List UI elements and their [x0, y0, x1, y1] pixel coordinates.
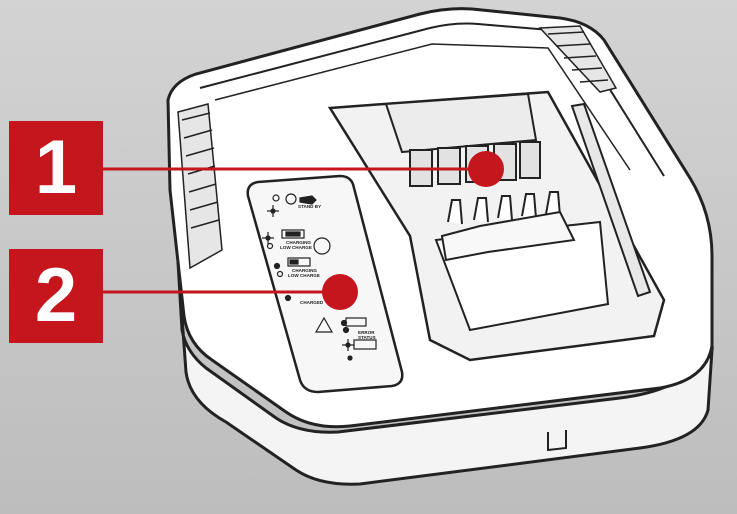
contact-pins — [440, 191, 576, 262]
callout-2: 2 — [9, 249, 103, 343]
sun-led-icon-3 — [342, 339, 354, 351]
panel-icons — [262, 193, 377, 361]
standby-led-icon — [272, 194, 280, 202]
battery-temp-icon — [353, 339, 377, 350]
terminal-block — [384, 92, 541, 187]
led-error-icon — [340, 319, 348, 327]
label-low-charge-1: LOW CHARGE — [280, 245, 312, 250]
label-charging-2: CHARGING — [292, 268, 317, 273]
button-icon — [313, 237, 331, 255]
charger-base — [176, 261, 714, 486]
led-charging-icon — [273, 262, 281, 270]
label-charging-1: CHARGING — [286, 240, 311, 245]
battery-full-icon — [281, 229, 305, 239]
label-charged: CHARGED — [300, 300, 324, 305]
marker-dot-1 — [468, 151, 504, 187]
marker-dot-2 — [322, 274, 358, 310]
power-icon — [285, 193, 297, 205]
led-charging-low-icon — [276, 270, 284, 278]
label-error: ERROR — [358, 330, 375, 335]
warning-icon — [314, 316, 334, 333]
sun-led-icon-1 — [267, 205, 279, 217]
label-stand-by: STAND BY — [298, 204, 321, 209]
right-vent — [538, 25, 618, 93]
callout-1: 1 — [9, 121, 103, 215]
base-notch — [547, 430, 567, 452]
label-low-charge-2: LOW CHARGE — [288, 273, 320, 278]
plug-icon — [299, 195, 317, 205]
label-status: STATUS — [358, 335, 376, 340]
top-rim-inner — [214, 43, 631, 171]
left-vent — [177, 103, 223, 270]
sun-led-icon-2 — [262, 232, 274, 244]
battery-half-icon — [287, 257, 311, 267]
led-low-icon — [266, 242, 274, 250]
right-rail — [570, 102, 652, 298]
led-charged-icon — [284, 294, 292, 302]
